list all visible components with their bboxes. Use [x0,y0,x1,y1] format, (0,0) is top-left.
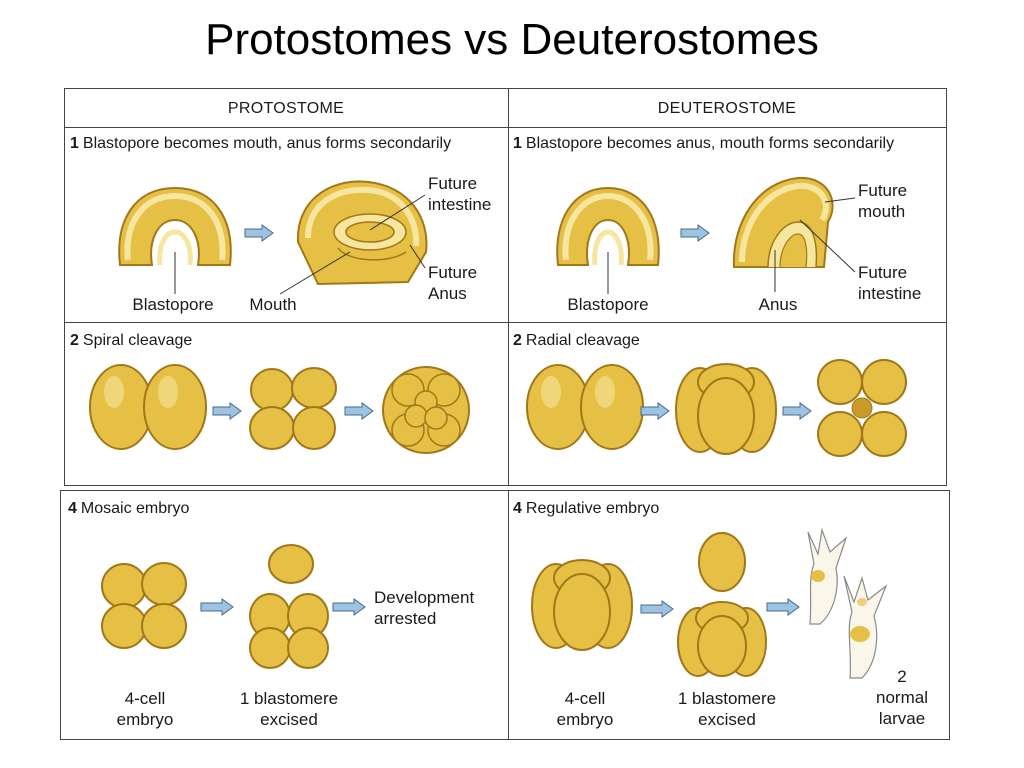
slide-title: Protostomes vs Deuterostomes [205,15,819,64]
arrow-icon [344,402,374,420]
protostome-gastrula-illustration [118,186,232,266]
deuterostome-future-mouth-anus-illustration [732,176,834,268]
arrow-icon [782,402,812,420]
label-protostome-mouth: Mouth [249,295,297,314]
radial-cleavage-2-cell [526,364,644,450]
arrow-icon [200,598,234,616]
regulative-3-cell-remaining [677,601,767,677]
arrow-icon [640,402,670,420]
arrow-icon [244,224,274,242]
label-deuterostome-4-cell-embryo: 4-cell embryo [556,689,614,729]
label-deuterostome-future-intestine: Future intestine [858,263,922,303]
label-two-normal-larvae: 2 normal larvae [876,667,928,728]
column-header-protostome: PROTOSTOME [227,100,345,117]
header-divider [64,127,946,128]
mosaic-3-cell-remaining [249,593,329,669]
regulative-4-cell-embryo [531,559,633,651]
arrow-icon [680,224,710,242]
spiral-cleavage-2-cell [89,364,207,450]
arrow-icon [332,598,366,616]
deuterostome-gastrula-illustration [556,186,660,266]
label-development-arrested: Development arrested [374,588,475,628]
label-deuterostome-blastomere-excised: 1 blastomere excised [677,689,777,729]
radial-cleavage-4-cell [675,363,777,455]
section-number: 1 [513,135,522,152]
arrow-icon [640,600,674,618]
section-number: 2 [70,332,79,349]
section-text: Mosaic embryo [80,500,190,517]
section-text: Radial cleavage [525,332,640,349]
protostome-leader-lines [174,194,426,295]
section-number: 4 [68,500,77,517]
arrow-icon [766,598,800,616]
arrow-icon [212,402,242,420]
mosaic-4-cell-embryo [101,562,187,649]
section-text: Regulative embryo [525,500,660,517]
label-protostome-future-intestine: Future intestine [428,174,492,214]
radial-cleavage-8-cell [817,359,907,457]
column-header-deuterostome: DEUTEROSTOME [657,100,797,117]
section-text: Spiral cleavage [82,332,193,349]
bottom-panel [60,490,950,740]
protostome-future-mouth-anus-illustration [296,180,428,286]
section-number: 1 [70,135,79,152]
regulative-excised-blastomere [698,532,746,592]
normal-larva-icon [843,575,888,679]
label-deuterostome-future-mouth: Future mouth [858,181,908,221]
deuterostome-leader-lines [607,197,856,294]
normal-larva-icon [807,527,848,625]
label-deuterostome-blastopore: Blastopore [567,295,649,314]
spiral-cleavage-4-cell [249,367,337,450]
label-deuterostome-anus: Anus [758,295,798,314]
mosaic-excised-blastomere [268,544,314,584]
top-center-divider [508,88,509,485]
section-number: 4 [513,500,522,517]
section-text: Blastopore becomes anus, mouth forms sec… [525,135,895,152]
label-protostome-blastomere-excised: 1 blastomere excised [239,689,339,729]
bottom-center-divider [508,490,509,739]
spiral-cleavage-8-cell [382,366,470,454]
label-protostome-4-cell-embryo: 4-cell embryo [116,689,174,729]
label-protostome-future-anus: Future Anus [428,263,478,303]
section-text: Blastopore becomes mouth, anus forms sec… [82,135,452,152]
label-protostome-blastopore: Blastopore [132,295,214,314]
section-number: 2 [513,332,522,349]
section-divider-1-2 [64,322,946,323]
